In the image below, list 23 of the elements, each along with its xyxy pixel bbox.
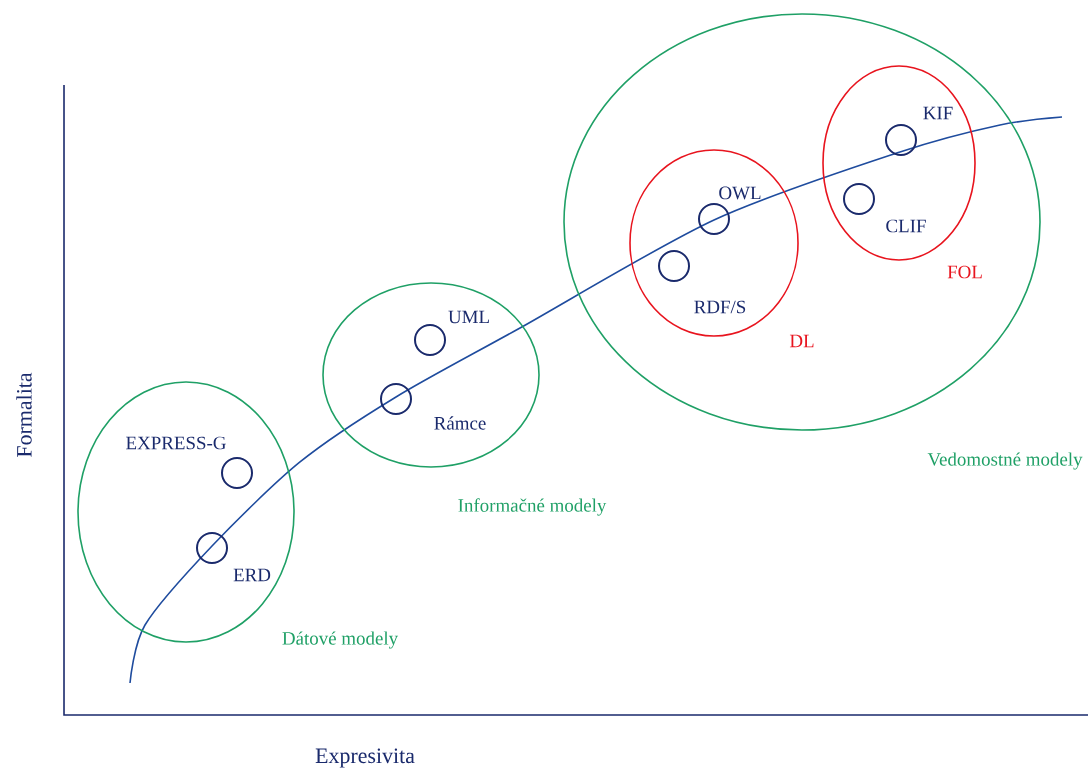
- marker-label: KIF: [923, 106, 953, 120]
- y-axis-label: Formalita: [16, 372, 32, 457]
- node-label: Vedomostné modely: [927, 452, 1083, 470]
- node-label: FOL: [947, 265, 982, 279]
- marker-label: Rámce: [434, 416, 486, 430]
- marker-label: CLIF: [886, 219, 926, 233]
- marker-circle: [658, 250, 690, 282]
- marker-label: OWL: [719, 186, 761, 200]
- marker-circle: [698, 203, 730, 235]
- marker-circle: [885, 124, 917, 156]
- marker-circle: [221, 457, 253, 489]
- node-label: DL: [789, 334, 814, 348]
- marker-circle: [843, 183, 875, 215]
- marker-label: UML: [448, 310, 489, 324]
- marker-label: EXPRESS-G: [126, 436, 226, 450]
- x-axis-label: Expresivita: [315, 748, 415, 768]
- marker-circle: [196, 532, 228, 564]
- marker-label: RDF/S: [694, 300, 746, 314]
- node-label: Informačné modely: [458, 498, 607, 516]
- node-label: Dátové modely: [282, 631, 399, 649]
- marker-label: ERD: [233, 568, 271, 582]
- marker-circle: [414, 324, 446, 356]
- marker-circle: [380, 383, 412, 415]
